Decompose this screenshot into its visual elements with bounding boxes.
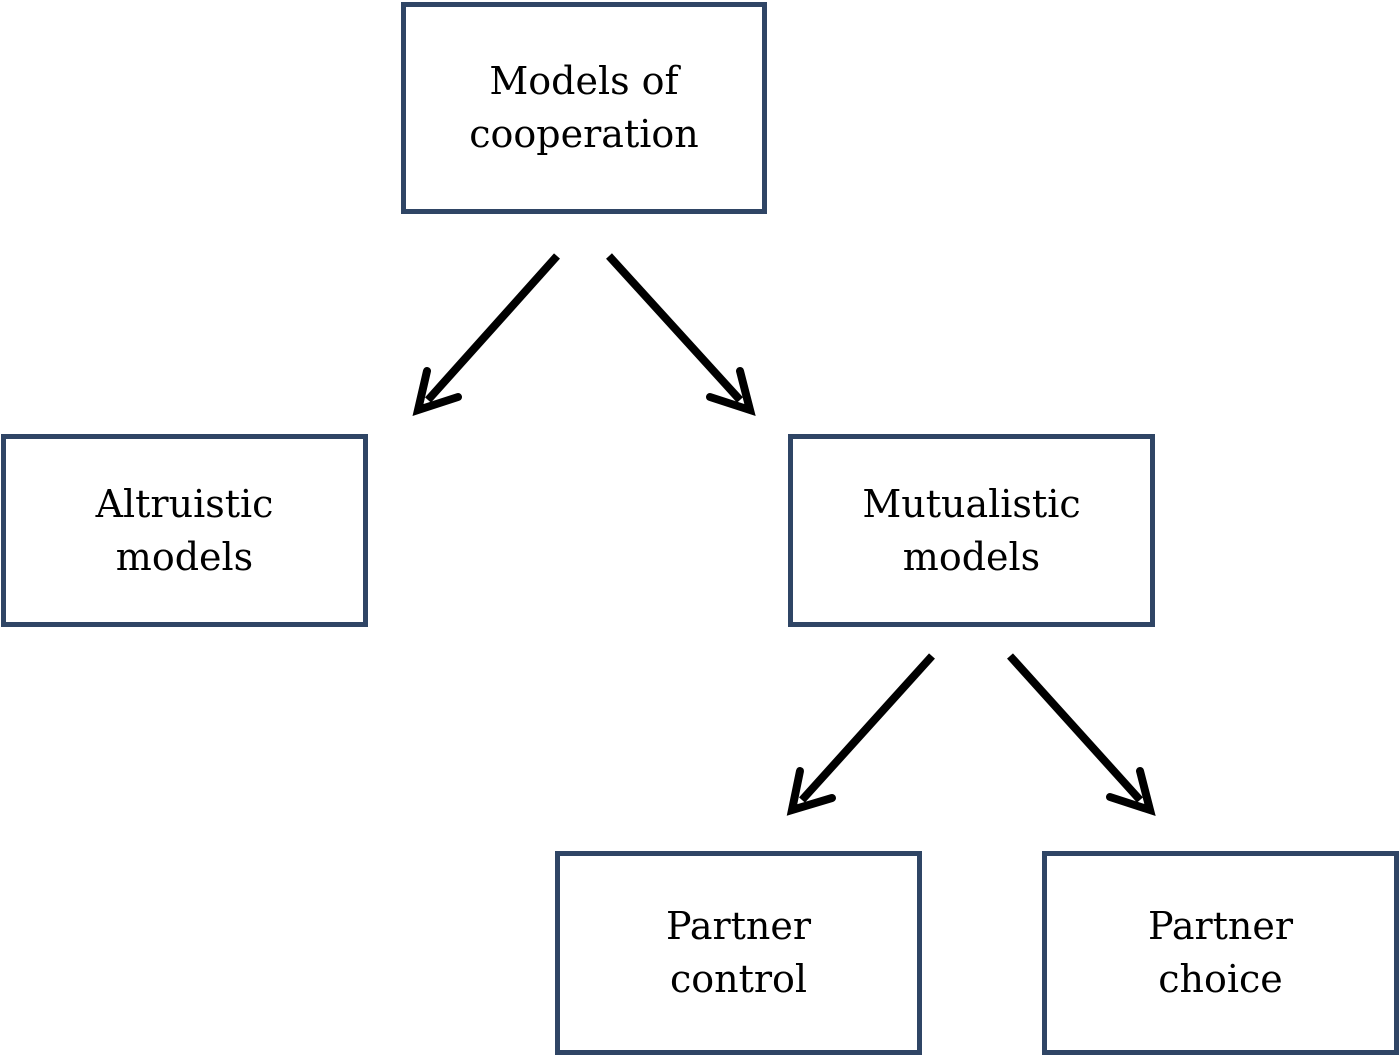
node-label: Partner choice xyxy=(1147,904,1294,1001)
node-label: Altruistic models xyxy=(95,481,274,579)
node-altruistic-models: Altruistic models xyxy=(1,434,368,627)
arrow-mutualistic-to-partner-choice xyxy=(1007,653,1156,817)
arrow-root-to-mutualistic xyxy=(606,253,756,417)
node-label: Mutualistic models xyxy=(862,481,1081,579)
node-label: Models of cooperation xyxy=(469,59,699,156)
node-label: Partner control xyxy=(665,904,812,1001)
node-mutualistic-models: Mutualistic models xyxy=(788,434,1155,627)
node-partner-control: Partner control xyxy=(555,851,922,1055)
node-models-of-cooperation: Models of cooperation xyxy=(401,2,767,214)
arrow-mutualistic-to-partner-control xyxy=(786,653,935,816)
arrow-root-to-altruistic xyxy=(412,253,560,416)
node-partner-choice: Partner choice xyxy=(1042,851,1399,1055)
